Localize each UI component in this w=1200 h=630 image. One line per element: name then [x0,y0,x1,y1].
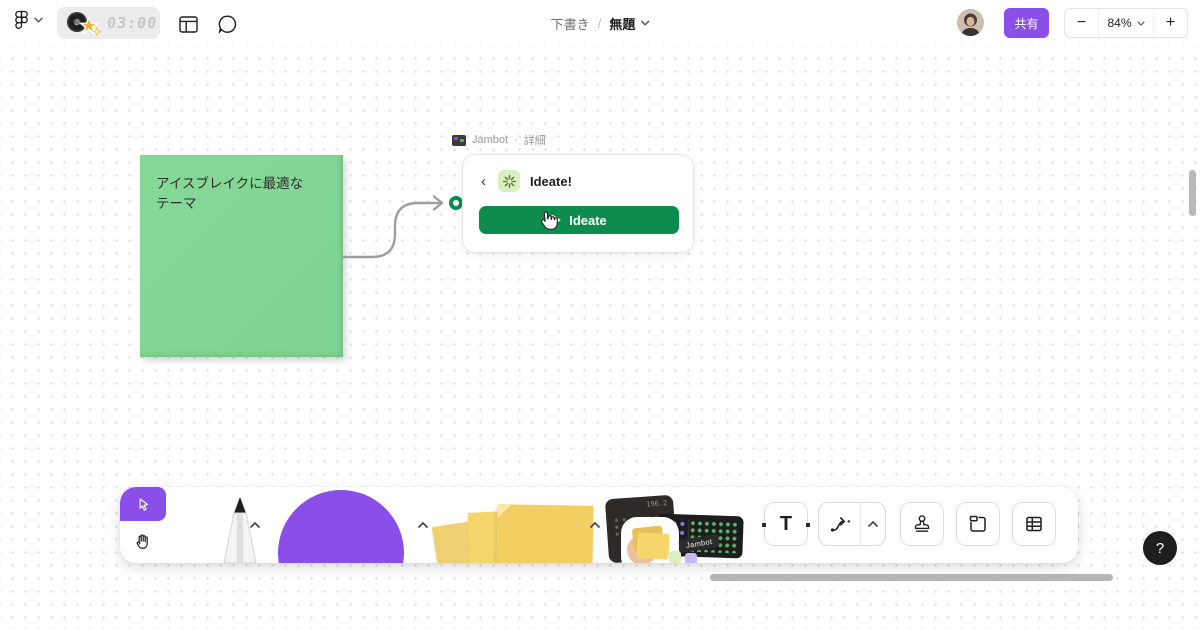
marker-options-chevron[interactable] [245,515,265,535]
hand-icon [136,534,148,549]
jambot-source-name: Jambot [472,134,509,146]
stamp-icon [914,515,930,532]
mini-sticker-purple [685,553,697,563]
shape-tool[interactable] [278,490,404,563]
sticky-note-tool[interactable] [431,501,594,563]
bottom-toolbar: 196.2 Jambot T [120,487,1078,563]
chevron-down-icon [1136,20,1145,26]
hand-tool[interactable] [120,521,166,563]
sticky-note-text-line1: アイスブレイクに最適な [156,176,304,191]
zoom-in-button[interactable]: + [1153,9,1187,37]
jambot-widget-label[interactable]: Jambot · 詳細 [452,132,546,148]
chevron-down-icon [640,20,650,26]
zoom-out-button[interactable]: − [1065,9,1099,37]
timer-widget[interactable]: ♪ 03:00 [57,7,160,39]
connector-arrow-icon [830,517,850,532]
ideate-run-button[interactable]: Ideate [479,206,679,234]
connector-options-chevron[interactable] [861,503,885,545]
sticky-note-text-line2: テーマ [156,195,197,211]
marker-tool[interactable] [212,497,268,563]
back-chevron-button[interactable]: ‹ [481,172,486,190]
music-disc-star-icon: ♪ [63,8,105,38]
jambot-label-dot: · [514,134,518,146]
figma-logo-icon [12,10,30,30]
text-handle-right [806,523,810,527]
file-title-menu[interactable]: 無題 [609,14,650,33]
folder-front [636,532,670,560]
top-toolbar: ♪ 03:00 下書き / [0,0,1200,46]
share-button[interactable]: 共有 [1004,8,1049,38]
mini-sticker-green [669,551,681,563]
templates-button[interactable] [177,13,199,35]
text-tool[interactable]: T [762,502,810,546]
help-label: ? [1155,539,1165,557]
zoom-controls: − 84% + [1064,8,1188,38]
breadcrumb: 下書き / 無題 [551,0,650,46]
breadcrumb-separator: / [597,15,602,31]
main-menu-button[interactable] [12,10,43,30]
jambot-widget-card[interactable]: ‹ Ideate! Ideate [462,154,694,253]
vertical-scrollbar[interactable] [1189,170,1196,216]
chevron-down-icon [34,17,43,23]
help-button[interactable]: ? [1143,531,1177,565]
file-title: 無題 [609,16,636,32]
ideate-burst-icon [498,170,520,192]
horizontal-scrollbar[interactable] [710,574,1113,581]
stickers-widgets-tool[interactable]: 196.2 Jambot [604,493,755,563]
avatar[interactable] [957,9,984,36]
section-icon [969,515,986,532]
chat-button[interactable] [216,13,238,35]
connector-tool[interactable] [819,503,861,545]
text-handle-left [762,523,766,527]
section-tool[interactable] [956,502,1000,546]
radio-display-text: 196.2 [645,499,668,509]
breadcrumb-folder[interactable]: 下書き [550,16,590,32]
shape-options-chevron[interactable] [413,515,433,535]
jambot-card-title: Ideate! [530,173,572,189]
zoom-level: 84% [1107,16,1132,30]
play-icon [551,214,561,226]
select-tool[interactable] [120,487,166,521]
jambot-card-header: ‹ Ideate! [479,170,572,192]
jambot-thumbnail-icon [452,134,466,146]
table-tool[interactable] [1012,502,1056,546]
connector-endpoint-dot[interactable] [449,196,463,210]
cursor-arrow-icon [139,497,148,511]
table-icon [1026,516,1042,532]
zoom-level-menu[interactable]: 84% [1099,9,1153,37]
sticky-front-note [496,504,594,563]
ideate-run-label: Ideate [569,212,607,228]
jambot-details-link[interactable]: 詳細 [523,135,546,147]
connector-tool-group [818,502,886,546]
stamp-tool[interactable] [900,502,944,546]
text-tool-glyph: T [779,513,793,535]
svg-text:♪: ♪ [75,19,79,27]
sticky-note[interactable]: アイスブレイクに最適な テーマ [140,155,343,357]
timer-time: 03:00 [106,14,159,32]
connector-arrow[interactable] [340,190,460,270]
sticky-options-chevron[interactable] [585,515,605,535]
